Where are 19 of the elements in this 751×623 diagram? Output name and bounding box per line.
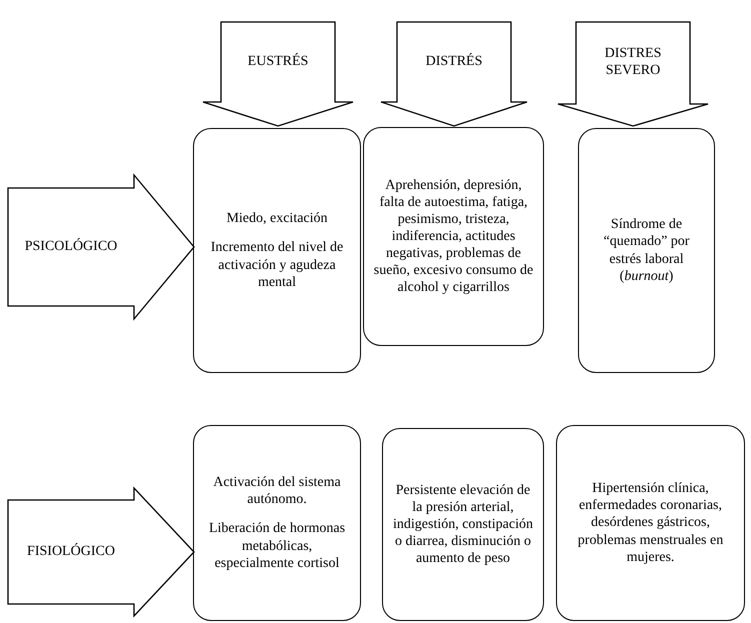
arrow-label: FISIOLÓGICO xyxy=(27,544,115,560)
box-text: Persistente elevación de la presión arterial, indigestión, constipación o diarrea, disminución o aumento de peso xyxy=(392,482,534,568)
rounded-text-box xyxy=(556,425,745,621)
arrow-label: DISTRES SEVERO xyxy=(604,46,662,80)
box-text: Miedo, excitación xyxy=(226,210,328,228)
rounded-text-box xyxy=(382,428,544,621)
box-text: Liberación de hormonas metabólicas, especialmente cortisol xyxy=(208,520,346,572)
box-text: Activación del sistema autónomo. xyxy=(212,474,342,508)
box-text: Hipertensión clínica, enfermedades coronarias, desórdenes gástricos, problemas menstruales en mujeres. xyxy=(576,480,724,566)
rounded-text-box xyxy=(193,425,361,621)
rounded-text-box xyxy=(193,128,361,373)
arrow-label: DISTRÉS xyxy=(424,54,484,70)
arrow-label: EUSTRÉS xyxy=(246,54,310,70)
arrow-label: PSICOLÓGICO xyxy=(24,238,118,256)
box-text: Síndrome de “quemado” por estrés laboral (burnout) xyxy=(602,216,690,285)
box-text: Incremento del nivel de activación y agudeza mental xyxy=(210,239,344,291)
rounded-text-box xyxy=(578,128,715,373)
box-text: Aprehensión, depresión, falta de autoestima, fatiga, pesimismo, tristeza, indiferencia, actitudes negativas, problemas de sueño, excesivo consumo de alcohol y cigarrillos xyxy=(372,176,534,296)
rounded-text-box xyxy=(363,127,544,346)
